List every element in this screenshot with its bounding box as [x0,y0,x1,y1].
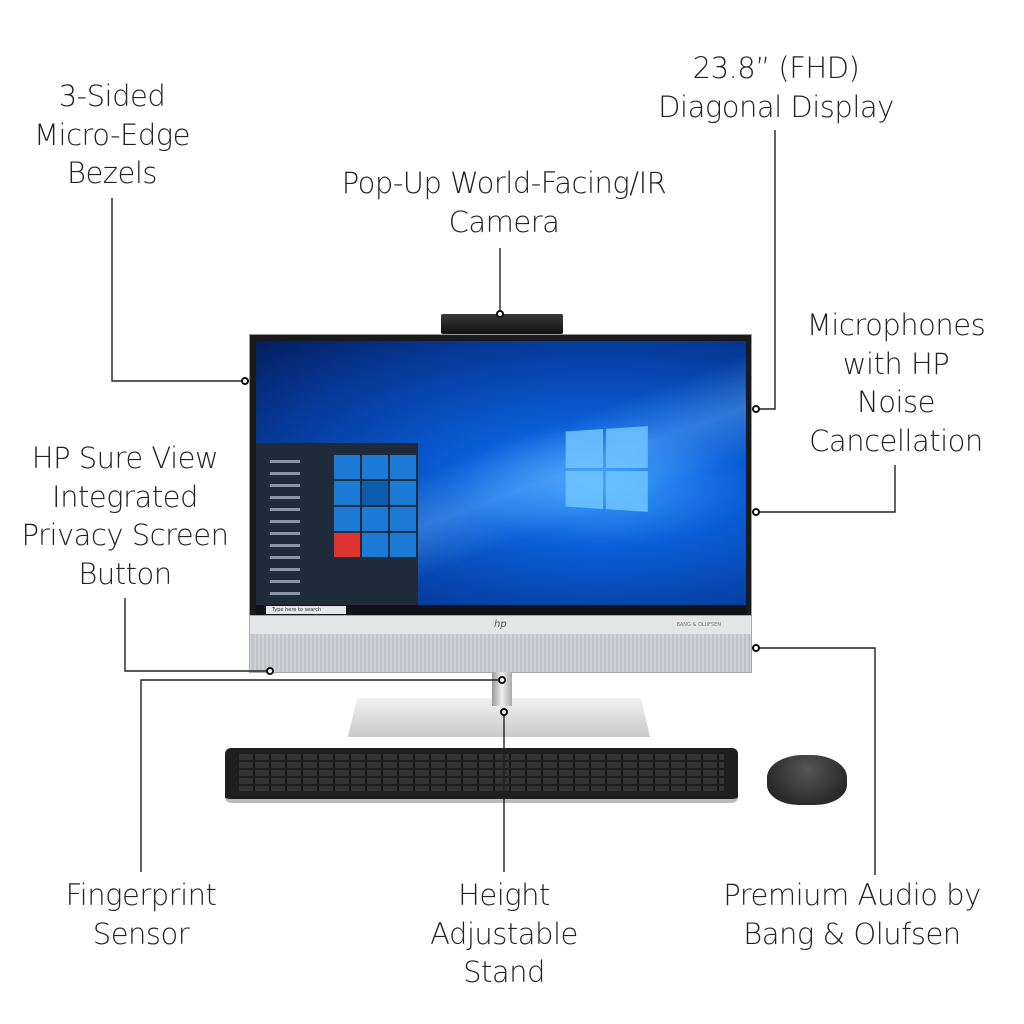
dot-audio [752,644,760,652]
monitor-screen [256,341,746,605]
taskbar: Type here to search [256,605,746,615]
leader-bezels [111,198,245,382]
leader-fingerprint [140,679,502,872]
popup-camera [441,314,563,334]
dot-sure-view [266,667,274,675]
leader-audio [756,647,876,875]
leader-display [756,130,776,410]
keyboard [225,748,738,803]
taskbar-search: Type here to search [266,606,346,614]
start-menu [256,443,418,605]
dot-stand [500,708,508,716]
label-display: 23.8” (FHD)Diagonal Display [658,51,894,124]
bang-olufsen-logo: BANG & OLUFSEN [676,622,721,628]
mouse [767,755,847,805]
dot-fingerprint [498,676,506,684]
dot-camera [496,310,504,318]
dot-display [752,405,760,413]
dot-bezels [241,377,249,385]
leader-microphones [756,465,896,513]
dot-microphones [752,508,760,516]
speaker-chin: hp BANG & OLUFSEN [249,615,752,673]
hp-logo: hp [494,619,507,630]
leader-sure-view [124,598,270,672]
